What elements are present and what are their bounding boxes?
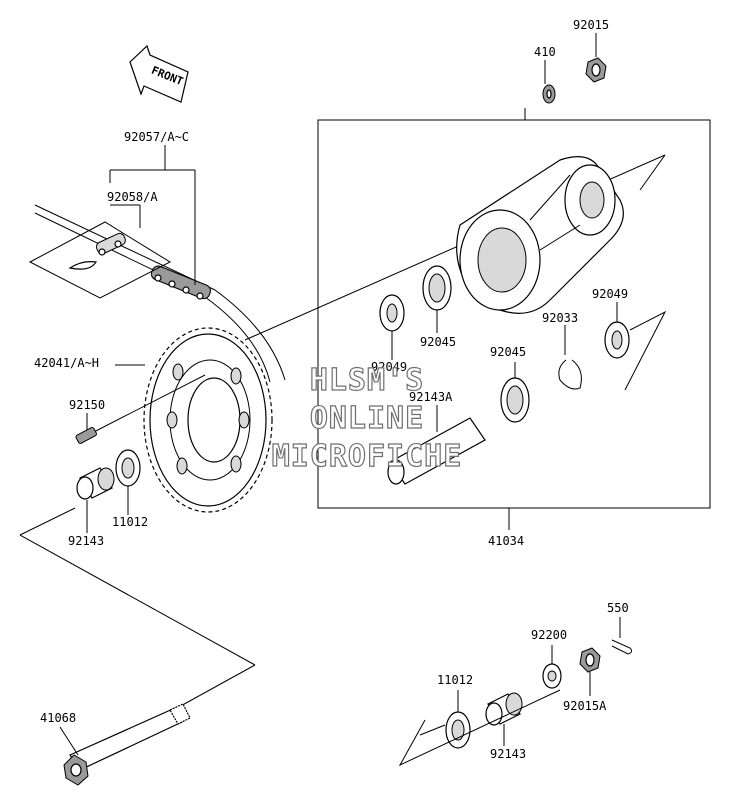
label-92200: 92200 — [531, 628, 567, 642]
circlip-92033 — [558, 325, 582, 390]
master-link-inset — [28, 221, 172, 299]
rear-axle — [59, 703, 191, 786]
wheel-hub — [456, 156, 624, 314]
label-550: 550 — [607, 601, 629, 615]
watermark-line-2: ONLINE — [310, 401, 424, 436]
label-92033: 92033 — [542, 311, 578, 325]
left-collar — [115, 449, 141, 515]
chain-links — [150, 265, 211, 300]
label-92049-right: 92049 — [592, 287, 628, 301]
label-92045-top: 92045 — [420, 335, 456, 349]
label-92150: 92150 — [69, 398, 105, 412]
watermark: HLSM'S ONLINE MICROFICHE — [271, 362, 463, 474]
washer-92200 — [542, 645, 562, 689]
label-410: 410 — [534, 45, 556, 59]
washer-410 — [524, 60, 556, 120]
left-spacer — [76, 467, 115, 533]
label-92143-right: 92143 — [490, 747, 526, 761]
label-92015A: 92015A — [563, 699, 607, 713]
bearing-92045-mid — [500, 362, 530, 423]
seal-92049-right — [604, 302, 667, 391]
label-11012-left: 11012 — [112, 515, 148, 529]
watermark-line-3: MICROFICHE — [272, 439, 463, 474]
sprocket-bolt — [75, 374, 206, 444]
cotter-550 — [611, 617, 633, 655]
axle-leader-right — [419, 724, 446, 736]
label-41068: 41068 — [40, 711, 76, 725]
label-92058: 92058/A — [107, 190, 158, 204]
bearing-92045-top — [422, 265, 452, 333]
label-92049-left: 92049 — [371, 360, 407, 374]
chain-leaders — [109, 145, 196, 285]
label-92143A: 92143A — [409, 390, 453, 404]
rear-sprocket — [115, 327, 273, 513]
front-arrow: FRONT — [129, 44, 189, 103]
seal-92049-left — [379, 294, 405, 360]
seal-11012-right — [398, 689, 561, 767]
label-92057: 92057/A~C — [124, 130, 189, 144]
spacer-92143-right — [485, 692, 523, 746]
label-92045-mid: 92045 — [490, 345, 526, 359]
spacer-92143A — [387, 405, 486, 485]
label-42041: 42041/A~H — [34, 356, 99, 370]
label-41034: 41034 — [488, 534, 524, 548]
drive-chain — [34, 204, 286, 383]
nut-92015 — [585, 33, 607, 83]
watermark-line-1: HLSM'S — [310, 363, 424, 398]
part-labels: 92015 410 92057/A~C 92058/A 92049 92033 … — [34, 18, 629, 761]
nut-92015A — [579, 647, 601, 696]
axle-leader — [19, 507, 256, 746]
label-11012-right: 11012 — [437, 673, 473, 687]
label-92015: 92015 — [573, 18, 609, 32]
label-92143-left: 92143 — [68, 534, 104, 548]
hub-assembly-box — [317, 119, 711, 530]
